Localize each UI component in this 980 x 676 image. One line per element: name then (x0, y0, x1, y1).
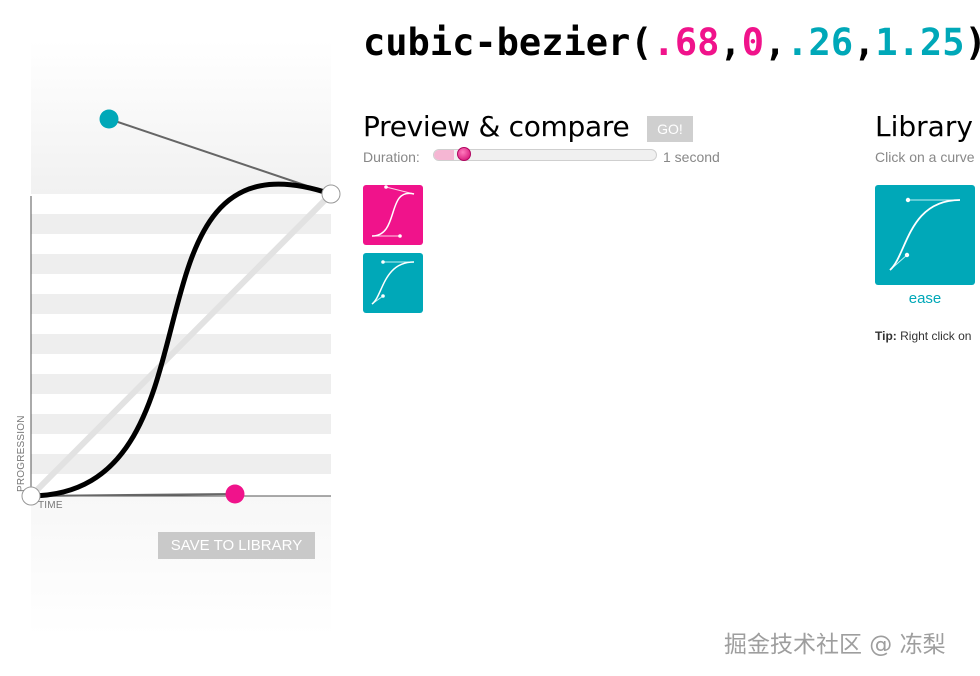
overflow-area-top (31, 40, 331, 194)
bezier-formula: cubic-bezier(.68,0,.26,1.25) (363, 20, 980, 66)
library-item-ease[interactable] (875, 185, 975, 285)
duration-label: Duration: (363, 149, 420, 165)
formula-p2y: 1.25 (875, 21, 965, 64)
duration-slider-track[interactable] (433, 149, 657, 161)
formula-sep-3: , (853, 21, 876, 64)
bezier-curve (30, 181, 332, 499)
axis-label-progression: PROGRESSION (16, 415, 27, 492)
formula-suffix: ) (964, 21, 980, 64)
formula-p1x: .68 (652, 21, 720, 64)
formula-sep-1: , (719, 21, 742, 64)
library-item-label[interactable]: ease (908, 290, 942, 307)
control-point-2-handle[interactable] (99, 109, 119, 129)
start-point (21, 486, 41, 506)
save-to-library-button[interactable]: SAVE TO LIBRARY (158, 532, 315, 559)
watermark: 掘金技术社区 @ 冻梨 (724, 632, 946, 658)
linear-reference-line (28, 191, 334, 499)
axis-label-time: TIME (38, 500, 63, 511)
duration-slider-fill (434, 150, 454, 160)
curve-thumbnail-icon (371, 260, 415, 305)
preview-compare-curve[interactable] (363, 253, 423, 313)
formula-sep-2: , (763, 21, 787, 64)
library-title: Library (875, 110, 973, 143)
formula-p2x: .26 (786, 21, 854, 64)
control-point-1-handle[interactable] (225, 484, 245, 504)
overflow-area-bottom (31, 496, 331, 636)
library-subtitle: Click on a curve (875, 149, 975, 165)
curve-thumbnail-icon (889, 197, 961, 271)
preview-title: Preview & compare (363, 110, 630, 143)
tip-label: Tip: (875, 329, 897, 343)
curve-editor: PROGRESSION TIME SAVE TO LIBRARY (0, 0, 350, 676)
duration-value: 1 second (663, 149, 720, 165)
formula-prefix: cubic-bezier( (363, 21, 653, 64)
library-tip: Tip: Right click on (875, 329, 971, 343)
formula-p1y: 0 (741, 21, 764, 64)
go-button[interactable]: GO! (647, 116, 693, 142)
handle-line-2 (108, 118, 332, 195)
curve-editor-canvas (21, 40, 341, 636)
duration-slider-thumb[interactable] (457, 147, 472, 161)
handle-line-1 (30, 493, 236, 497)
end-point (321, 184, 341, 204)
preview-current-curve[interactable] (363, 185, 423, 245)
tip-text: Right click on (896, 329, 972, 343)
curve-thumbnail-icon (371, 185, 415, 238)
